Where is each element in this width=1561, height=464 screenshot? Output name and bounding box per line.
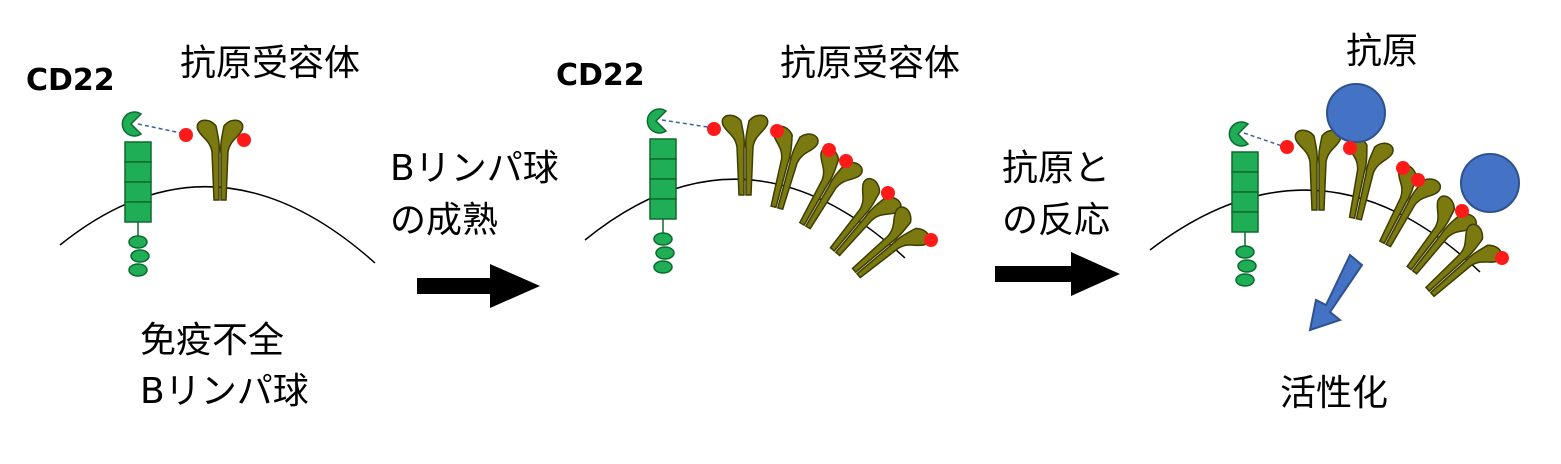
- panel-activated: 抗原 活性化: [1149, 31, 1520, 414]
- sialic-acid-dot: [707, 122, 721, 136]
- antigen-sphere: [1326, 83, 1386, 143]
- sialic-acid-dot: [881, 186, 895, 200]
- antigen-label: 抗原: [1346, 31, 1418, 72]
- panel-immature: CD22 抗原受容体 免疫不全 Bリンパ球: [26, 43, 376, 412]
- sialic-acid-dot: [822, 143, 836, 157]
- cd22-molecule: [1228, 121, 1259, 287]
- panel-mature: CD22 抗原受容体: [556, 43, 960, 292]
- right-arrow-icon: [995, 252, 1120, 296]
- antigen-receptor: [1294, 129, 1342, 211]
- antigen-receptor: [1332, 134, 1395, 224]
- antigen-receptor: [1414, 220, 1506, 310]
- sialic-acid-dot: [924, 233, 938, 247]
- sialic-acid-dot: [237, 133, 251, 147]
- cd22-ligand-link: [661, 119, 715, 129]
- sialic-acid-dot: [839, 154, 853, 168]
- sialic-acid-dot: [1455, 204, 1469, 218]
- transition-line-2: の反応: [1002, 200, 1110, 241]
- antigen-receptor: [721, 114, 769, 196]
- caption-line-1: 免疫不全: [140, 320, 284, 361]
- transition-line-1: 抗原と: [1002, 148, 1110, 189]
- transition-line-1: Bリンパ球: [390, 148, 559, 189]
- sialic-acid-dot: [1411, 173, 1425, 187]
- sialic-acid-dot: [1343, 141, 1357, 155]
- sialic-acid-dot: [1396, 161, 1410, 175]
- cd22-label: CD22: [556, 58, 645, 93]
- antigen-sphere: [1460, 153, 1520, 213]
- cd22-molecule: [121, 111, 152, 277]
- sialic-acid-dot: [179, 128, 193, 142]
- cd22-ligand-link: [1243, 132, 1286, 148]
- antigen-receptor: [754, 123, 821, 215]
- sialic-acid-dot: [1495, 251, 1509, 265]
- cd22-label: CD22: [26, 63, 115, 98]
- receptor-label: 抗原受容体: [180, 43, 360, 84]
- caption-line-2: Bリンパ球: [140, 371, 309, 412]
- activation-label: 活性化: [1280, 373, 1388, 414]
- right-arrow-icon: [417, 264, 540, 308]
- sialic-acid-dot: [770, 124, 784, 138]
- transition-maturation: Bリンパ球 の成熟: [390, 148, 559, 308]
- cd22-ligand-link: [137, 123, 187, 135]
- receptor-label: 抗原受容体: [780, 43, 960, 84]
- transition-line-2: の成熟: [390, 200, 498, 241]
- sialic-acid-dot: [1280, 140, 1294, 154]
- transition-antigen-reaction: 抗原と の反応: [995, 148, 1120, 296]
- activation-arrow-icon: [1308, 253, 1364, 332]
- cd22-molecule: [646, 108, 677, 274]
